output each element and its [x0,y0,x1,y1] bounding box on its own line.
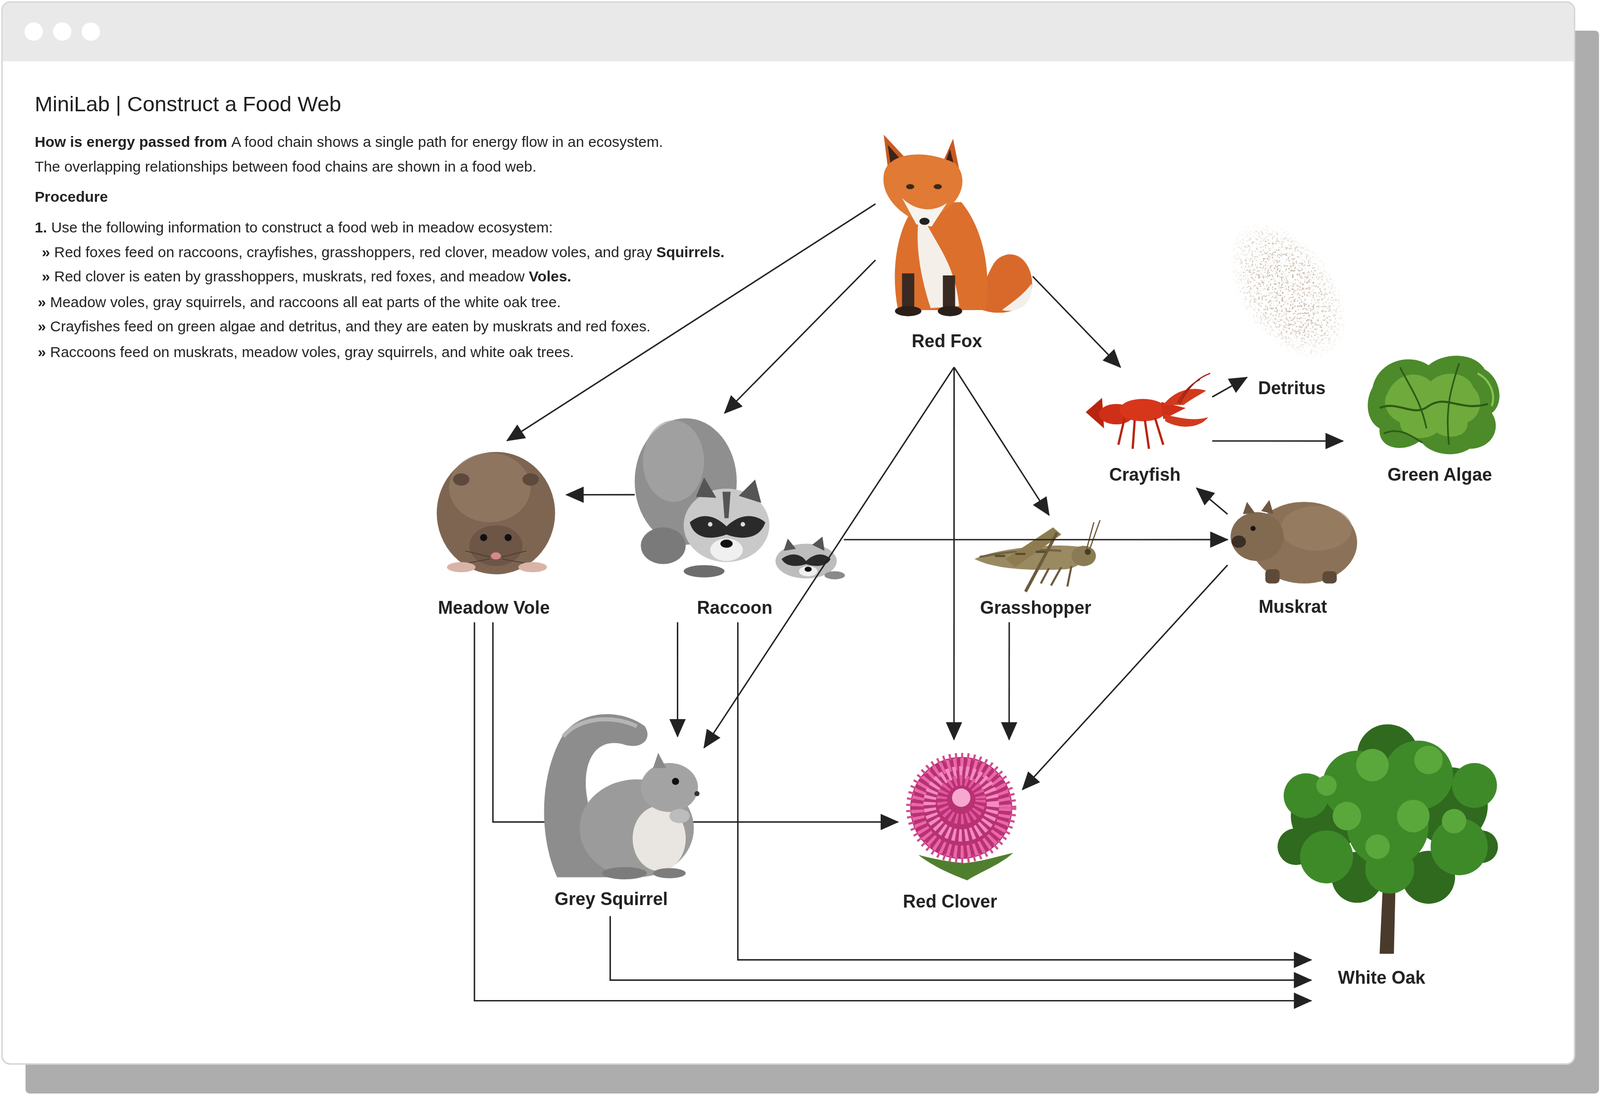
feeding-arrow [474,622,1312,1001]
instruction-text: Meadow voles, gray squirrels, and raccoo… [49,293,561,310]
text-line: 1.Use the following information to const… [34,218,553,236]
organism-label: Crayfish [1109,464,1181,486]
organism-node: Muskrat [1227,491,1361,621]
instruction-text: Use the following information to constru… [50,218,553,236]
feeding-arrow [1212,377,1247,398]
instruction-text: Procedure [34,188,108,205]
text-line: »Raccoons feed on muskrats, meadow voles… [37,343,574,361]
instruction-text: Voles. [528,267,572,284]
instruction-text: » [42,243,51,260]
instruction-text: How is energy passed from [34,133,228,150]
instruction-text: Raccoons feed on muskrats, meadow voles,… [49,343,574,360]
organism-node: Red Clover [897,739,1023,916]
instruction-text: » [37,317,47,334]
feeding-arrow [1032,276,1121,368]
feeding-arrow [492,622,898,823]
grey-squirrel-illustration [544,714,700,880]
crayfish-illustration [1085,373,1211,450]
meadow-vole-illustration [436,452,556,575]
grasshopper-illustration [974,520,1101,592]
feeding-arrow [610,916,1312,981]
page-title: MiniLab | Construct a Food Web [34,92,342,117]
instruction-text: » [37,293,47,310]
text-line: »Crayfishes feed on green algae and detr… [37,317,651,335]
muskrat-illustration [1230,500,1358,584]
organism-label: Green Algae [1387,464,1493,486]
organism-label: Red Fox [911,330,983,353]
organism-node: White Oak [1311,724,1501,1011]
red-clover-illustration [909,755,1014,881]
feeding-arrow [1008,622,1010,740]
text-line: How is energy passed fromA food chain sh… [34,133,663,151]
feeding-arrow [953,367,1049,516]
instruction-text: 1. [34,218,48,236]
feeding-arrow [566,494,635,496]
organism-label: Detritus [1258,377,1326,400]
organism-label: Red Clover [902,891,998,913]
organism-node: Red Fox [875,130,1034,368]
instruction-text: Red clover is eaten by grasshoppers, mus… [54,267,525,284]
feeding-arrow [1196,488,1228,515]
organism-label: Raccoon [697,597,773,619]
organism-label: Muskrat [1258,596,1327,618]
feeding-arrow [737,622,1312,961]
feeding-arrow [844,539,1228,541]
organism-node: Raccoon [634,413,845,623]
text-line: Procedure [34,188,108,206]
organism-label: White Oak [1337,967,1426,989]
text-line: The overlapping relationships between fo… [34,157,537,176]
instruction-text: The overlapping relationships between fo… [34,157,537,175]
organism-node: Grey Squirrel [540,736,705,917]
instruction-text: » [37,343,47,360]
text-line: »Meadow voles, gray squirrels, and racco… [37,293,561,311]
organism-label: Grasshopper [980,597,1092,619]
green-algae-illustration [1367,355,1500,455]
text-line: »Red foxes feed on raccoons, crayfishes,… [42,243,725,261]
feeding-arrow [1212,440,1343,442]
white-oak-illustration [1277,724,1499,954]
instruction-text: A food chain shows a single path for ene… [231,133,663,150]
instruction-text: Crayfishes feed on green algae and detri… [49,317,651,334]
feeding-arrow [724,260,876,414]
feeding-arrow [676,622,679,737]
instruction-text: Red foxes feed on raccoons, crayfishes, … [54,243,653,260]
feeding-arrow [953,367,955,741]
instruction-text: Squirrels. [656,243,725,260]
organism-label: Grey Squirrel [554,889,668,911]
organism-node: Green Algae [1342,348,1506,489]
text-line: »Red clover is eaten by grasshoppers, mu… [42,267,572,285]
raccoon-illustration [634,418,846,580]
organism-node: Meadow Vole [428,440,566,623]
organism-node: Detritus [1246,209,1360,404]
red-fox-illustration [883,134,1033,317]
detritus-illustration [1209,204,1368,378]
organism-node: Crayfish [1081,367,1213,489]
organism-label: Meadow Vole [437,597,550,619]
organism-node: Grasshopper [967,515,1105,623]
feeding-arrow [704,367,954,749]
instruction-text: » [42,267,51,284]
